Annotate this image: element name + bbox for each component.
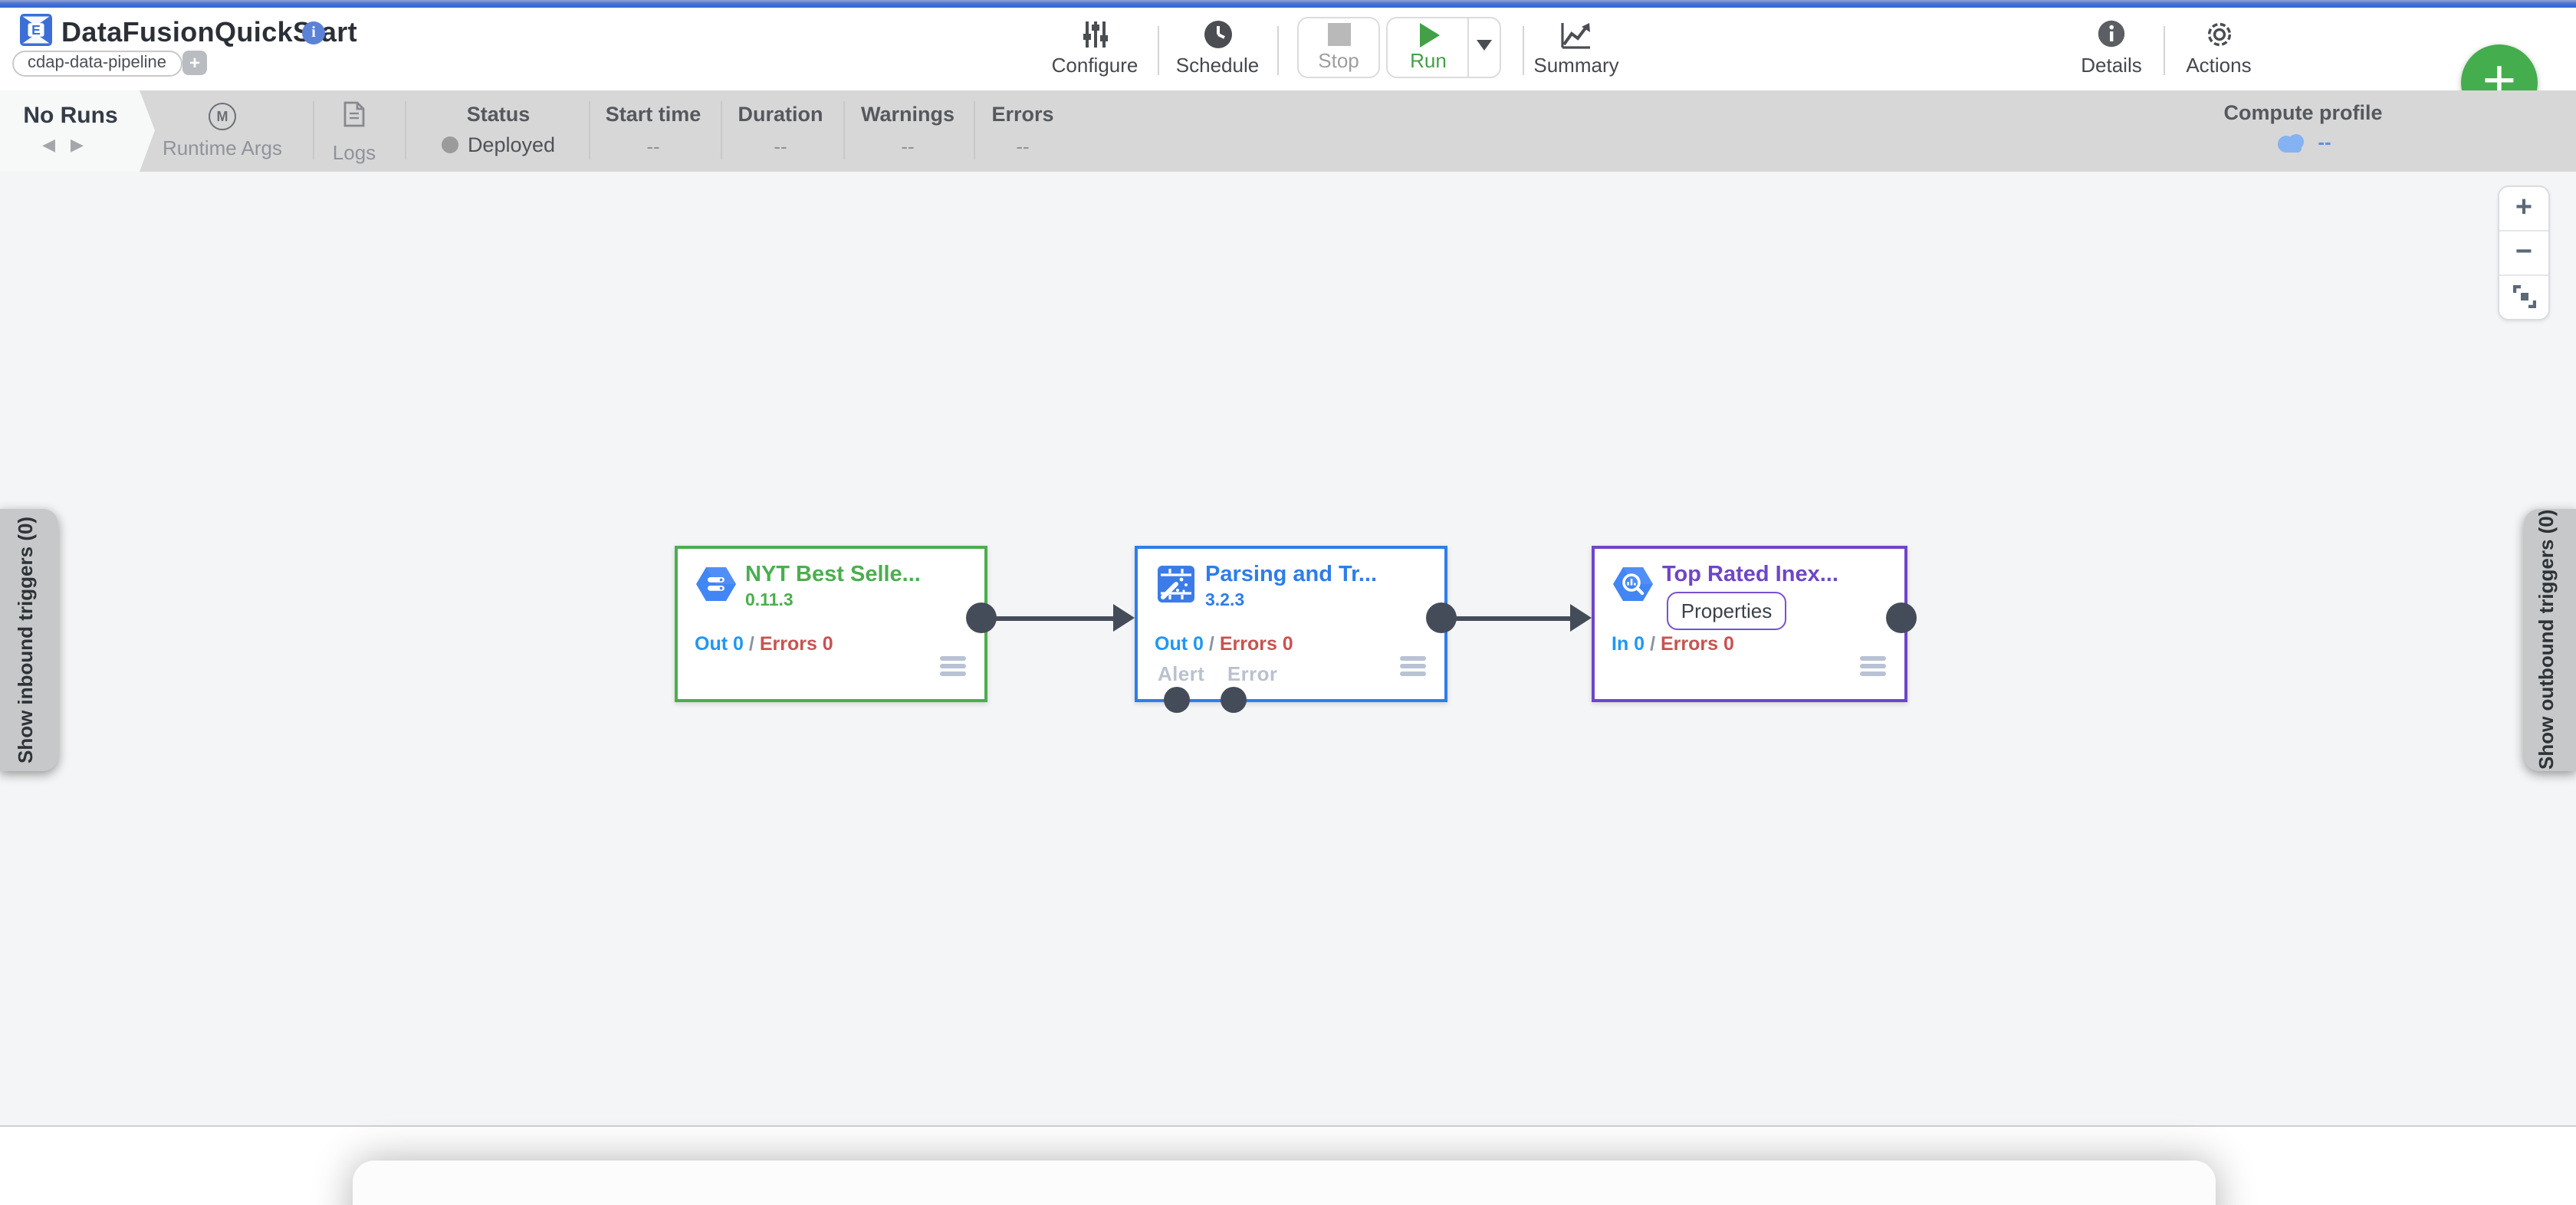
fit-to-screen-icon bbox=[2512, 284, 2536, 309]
prev-run-arrow-icon[interactable]: ◀ bbox=[42, 136, 71, 155]
divider bbox=[721, 101, 722, 159]
alert-port-label: Alert bbox=[1158, 662, 1205, 685]
wrangler-wand-icon bbox=[1158, 566, 1194, 602]
node-properties-button[interactable]: Properties bbox=[1667, 592, 1786, 630]
out-records-count[interactable]: Out 0 bbox=[1155, 633, 1204, 655]
run-metric-errors: Errors -- bbox=[991, 103, 1054, 158]
datastore-hexagon-icon bbox=[696, 567, 736, 601]
runs-selector: No Runs ◀▶ bbox=[0, 90, 155, 172]
divider bbox=[1523, 26, 1524, 75]
divider bbox=[843, 101, 845, 159]
schedule-button[interactable]: Schedule bbox=[1159, 18, 1276, 83]
summary-chart-icon bbox=[1518, 20, 1635, 49]
node-output-port[interactable] bbox=[966, 602, 997, 633]
node-metrics: Out 0 / Errors 0 bbox=[1155, 633, 1293, 655]
node-title: Top Rated Inex... bbox=[1662, 563, 1838, 587]
bigquery-hexagon-icon bbox=[1613, 567, 1653, 601]
connection-line bbox=[1454, 616, 1573, 620]
error-port-label: Error bbox=[1227, 662, 1278, 685]
connection-arrowhead-icon bbox=[1570, 604, 1592, 632]
document-icon bbox=[343, 101, 365, 127]
in-records-count[interactable]: In 0 bbox=[1612, 633, 1645, 655]
compute-profile-value: -- bbox=[2318, 130, 2331, 153]
run-metric-warnings: Warnings -- bbox=[860, 103, 955, 158]
pipeline-node-transform[interactable]: Parsing and Tr... 3.2.3 Out 0 / Errors 0… bbox=[1135, 546, 1447, 702]
run-metric-start-time: Start time -- bbox=[605, 103, 702, 158]
bottom-panel-shadow bbox=[353, 1161, 2216, 1205]
node-output-port[interactable] bbox=[1886, 602, 1917, 633]
stop-button[interactable]: Stop bbox=[1297, 17, 1380, 78]
runtime-args-button[interactable]: M Runtime Args bbox=[149, 90, 296, 184]
status-block: Status Deployed bbox=[414, 90, 583, 184]
divider bbox=[405, 101, 406, 159]
divider bbox=[313, 101, 314, 159]
pipeline-header: E DataFusionQuickStart i cdap-data-pipel… bbox=[0, 8, 2576, 121]
configure-button[interactable]: Configure bbox=[1037, 18, 1153, 83]
cloud-icon bbox=[2277, 134, 2304, 153]
node-version: 0.11.3 bbox=[745, 592, 794, 610]
node-menu-icon[interactable] bbox=[940, 656, 966, 676]
run-metric-duration: Duration -- bbox=[738, 103, 823, 158]
info-circle-icon bbox=[2053, 20, 2170, 49]
error-port[interactable] bbox=[1221, 687, 1247, 713]
stop-square-icon bbox=[1299, 23, 1378, 49]
run-button[interactable]: Run bbox=[1388, 18, 1469, 77]
divider bbox=[1277, 26, 1279, 75]
summary-button[interactable]: Summary bbox=[1518, 18, 1635, 83]
status-value: Deployed bbox=[467, 133, 556, 156]
status-header: Status bbox=[466, 103, 531, 126]
runs-status-bar: No Runs ◀▶ M Runtime Args Logs Status De… bbox=[0, 90, 2576, 173]
window-accent-strip bbox=[0, 0, 2576, 8]
pipeline-node-source[interactable]: NYT Best Selle... 0.11.3 Out 0 / Errors … bbox=[675, 546, 987, 702]
canvas-zoom-controls: + − bbox=[2498, 186, 2550, 320]
gear-icon bbox=[2160, 20, 2277, 49]
node-metrics: Out 0 / Errors 0 bbox=[695, 633, 833, 655]
run-navigation: ◀▶ bbox=[12, 135, 129, 155]
run-play-icon bbox=[1388, 23, 1469, 49]
runs-count-label: No Runs bbox=[23, 103, 118, 129]
node-output-port[interactable] bbox=[1426, 602, 1457, 633]
error-records-count[interactable]: Errors 0 bbox=[1661, 633, 1734, 655]
error-records-count[interactable]: Errors 0 bbox=[759, 633, 833, 655]
node-title: NYT Best Selle... bbox=[745, 563, 921, 587]
chevron-down-icon bbox=[1477, 40, 1492, 51]
inbound-triggers-tab[interactable]: Show inbound triggers (0) bbox=[0, 509, 58, 771]
add-tag-button[interactable]: + bbox=[182, 51, 207, 75]
alert-port[interactable] bbox=[1164, 687, 1190, 713]
macro-badge-icon: M bbox=[209, 103, 236, 130]
engine-tag: cdap-data-pipeline bbox=[12, 51, 182, 77]
bottom-port-labels: Alert Error bbox=[1158, 662, 1277, 685]
divider bbox=[974, 101, 975, 159]
pipeline-info-icon[interactable]: i bbox=[302, 21, 325, 44]
error-records-count[interactable]: Errors 0 bbox=[1219, 633, 1293, 655]
svg-text:E: E bbox=[31, 22, 41, 38]
outbound-triggers-tab[interactable]: Show outbound triggers (0) bbox=[2524, 509, 2576, 771]
node-metrics: In 0 / Errors 0 bbox=[1612, 633, 1734, 655]
divider bbox=[2164, 26, 2165, 75]
connection-line bbox=[994, 616, 1116, 620]
configure-sliders-icon bbox=[1037, 20, 1153, 49]
schedule-clock-icon bbox=[1159, 20, 1276, 49]
details-button[interactable]: Details bbox=[2053, 18, 2170, 83]
node-menu-icon[interactable] bbox=[1400, 656, 1426, 676]
actions-button[interactable]: Actions bbox=[2160, 18, 2277, 83]
node-version: 3.2.3 bbox=[1205, 592, 1245, 610]
node-menu-icon[interactable] bbox=[1860, 656, 1886, 676]
logs-button[interactable]: Logs bbox=[307, 90, 402, 182]
node-title: Parsing and Tr... bbox=[1205, 563, 1378, 587]
compute-profile-block[interactable]: Compute profile -- bbox=[2223, 101, 2383, 153]
divider bbox=[1158, 26, 1159, 75]
zoom-in-button[interactable]: + bbox=[2515, 192, 2533, 224]
run-options-dropdown[interactable] bbox=[1467, 18, 1500, 77]
zoom-out-button[interactable]: − bbox=[2499, 230, 2548, 274]
status-dot-icon bbox=[441, 136, 458, 153]
fit-to-screen-button[interactable] bbox=[2499, 274, 2548, 319]
out-records-count[interactable]: Out 0 bbox=[695, 633, 744, 655]
connection-arrowhead-icon bbox=[1113, 604, 1135, 632]
pipeline-studio-logo-icon: E bbox=[20, 14, 52, 46]
run-button-group: Run bbox=[1386, 17, 1501, 78]
divider bbox=[589, 101, 590, 159]
next-run-arrow-icon[interactable]: ▶ bbox=[71, 136, 99, 155]
pipeline-node-sink[interactable]: Top Rated Inex... Properties In 0 / Erro… bbox=[1592, 546, 1907, 702]
